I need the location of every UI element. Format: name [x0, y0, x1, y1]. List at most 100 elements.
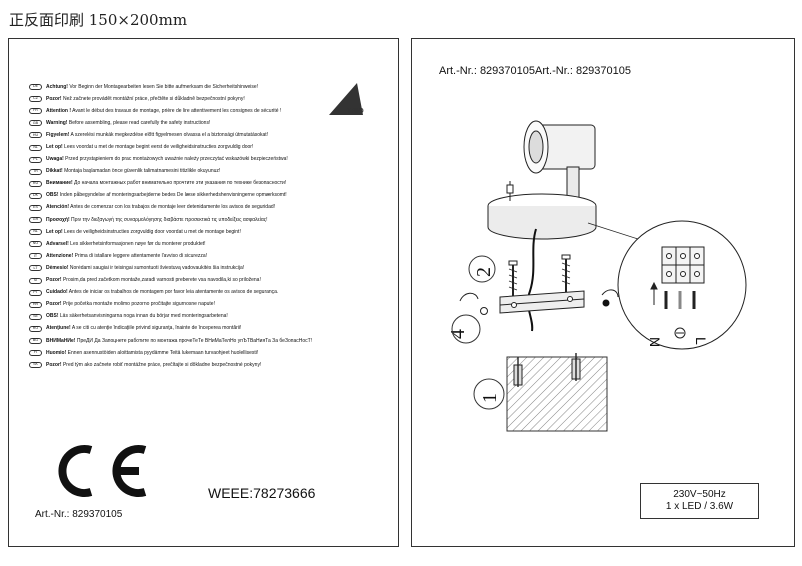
warning-text: Dėmesio! Norėdami saugiai ir teisingai s… [46, 264, 245, 271]
language-code-badge: HU [29, 132, 42, 139]
weee-number: WEEE:78273666 [208, 485, 316, 501]
warning-body: A szerelési munkák megkezdése előtt figy… [69, 131, 269, 138]
warning-text: Figyelem! A szerelési munkák megkezdése … [46, 131, 269, 138]
rotate-arrow-right [601, 289, 619, 298]
language-code-badge: BG [29, 338, 42, 345]
warning-heading: ВНИМаНИе! [46, 337, 76, 344]
warning-heading: Pozor! [46, 277, 62, 284]
electrical-spec-box: 230V~50Hz 1 x LED / 3.6W [640, 483, 759, 519]
warning-row: RO Atenţiune! A se citi cu atenţie îndica… [29, 323, 389, 335]
warning-text: Achtung! Vor Beginn der Montagearbeiten … [46, 84, 258, 90]
warning-heading: Atención! [46, 204, 70, 211]
warning-body: Antes de iniciar os trabalhos de montage… [67, 289, 279, 296]
warning-body: Läs säkerhetsanvisningarna noga innan du… [58, 313, 228, 320]
warning-row: TR Dikkat! Montaja başlamadan önce güvenl… [29, 166, 389, 178]
warning-body: ПреДИ Да Запоцнете работите по монтажа п… [75, 337, 313, 344]
mounting-bracket [499, 290, 585, 314]
language-code-badge: PT [29, 289, 42, 296]
warning-body: Montaja başlamadan önce güvenlik talimat… [62, 168, 221, 175]
warning-body: Norėdami saugiai ir teisingai sumontuoti… [68, 264, 245, 271]
warning-heading: Προσοχή! [46, 216, 70, 223]
wire-label-n: N [647, 337, 663, 347]
warning-body: Antes de comenzar con los trabajos de mo… [69, 204, 276, 211]
language-code-badge: SK [29, 362, 42, 369]
trio-logo: TRIO [329, 83, 364, 115]
warning-heading: OBS! [46, 313, 59, 320]
warning-row: LT Dėmesio! Norėdami saugiai ir teisingai… [29, 262, 389, 274]
rotate-arrow-left [459, 292, 479, 302]
language-code-badge: NL [29, 144, 42, 151]
language-code-badge: DK [29, 192, 42, 199]
warning-text: Cuidado! Antes de iniciar os trabalhos d… [46, 290, 278, 295]
wall-plug-left [513, 357, 523, 387]
warning-body: Pred tým ako začnete robiť montážne prác… [61, 361, 262, 368]
language-code-badge: HR [29, 301, 42, 308]
warning-heading: Dikkat! [46, 168, 63, 175]
logo-text: TRIO [347, 108, 364, 115]
warning-body: Lees voordat u met de montage begint eer… [62, 144, 254, 151]
step-2-circle [468, 255, 496, 283]
language-code-badge: NO [29, 241, 42, 248]
safety-warnings-list: DE Achtung! Vor Beginn der Montagearbeite… [29, 81, 389, 371]
language-code-badge: FR [29, 108, 42, 115]
warning-text: Attenzione! Prima di istallare leggere a… [46, 252, 207, 259]
warning-text: Warning! Before assembling, please read … [46, 119, 211, 126]
language-code-badge: LT [29, 265, 42, 272]
warning-row: BG ВНИМаНИе! ПреДИ Да Запоцнете работите … [29, 335, 389, 347]
language-code-badge: GB [29, 120, 42, 127]
warning-heading: Huomio! [46, 349, 67, 356]
warning-text: Uwaga! Przed przystąpieniem do prac mont… [46, 157, 288, 162]
warning-text: Let op! Lees de veiligheidsinstructies z… [46, 228, 241, 235]
warning-body: Lees de veiligheidsinstructies zorgvuldi… [62, 228, 241, 235]
led-rating: 1 x LED / 3.6W [665, 501, 734, 512]
fixing-screw [480, 307, 488, 315]
warning-text: Let op! Lees voordat u met de montage be… [46, 145, 253, 150]
warning-body: Prosim,da pred začetkom montaže,zaradi v… [61, 277, 261, 284]
step-1: 1 [479, 393, 501, 403]
step-1-circle [473, 378, 505, 410]
language-code-badge: DE [29, 84, 42, 91]
warning-row: PT Cuidado! Antes de iniciar os trabalhos… [29, 287, 389, 299]
warning-text: Atenţiune! A se citi cu atenţie îndicaţi… [46, 326, 241, 331]
warning-text: Attention ! Avant le début des travaux d… [46, 107, 281, 114]
warning-heading: Attenzione! [46, 252, 74, 259]
warning-heading: Pozor! [46, 301, 62, 308]
warning-heading: Let op! [46, 144, 63, 151]
warning-row: ES Atención! Antes de comenzar con los tr… [29, 202, 389, 214]
mounting-screw-left [508, 260, 518, 297]
warning-heading: Pozor! [46, 95, 62, 102]
warning-body: До начала монтажных работ внимательно пр… [72, 180, 287, 187]
warning-body: Before assembling, please read carefully… [67, 119, 211, 126]
warning-text: OBS! Läs säkerhetsanvisningarna noga inn… [46, 314, 228, 319]
language-code-badge: TR [29, 168, 42, 175]
warning-heading: Attention ! [46, 107, 71, 114]
language-code-badge: GR [29, 217, 42, 224]
language-code-badge: CZ [29, 96, 42, 103]
language-code-badge: ES [29, 204, 42, 211]
warning-row: SE OBS! Läs säkerhetsanvisningarna noga i… [29, 311, 389, 323]
language-code-badge: SE [29, 313, 42, 320]
warning-body: Než začnete provádět montážní práce, pře… [61, 95, 245, 102]
warning-heading: Pozor! [46, 361, 62, 368]
language-code-badge: RO [29, 325, 42, 332]
warning-body: Ennen asennustöiden aloittamista pyydämm… [66, 349, 259, 356]
warning-row: HU Figyelem! A szerelési munkák megkezdés… [29, 129, 389, 141]
warning-row: GB Warning! Before assembling, please rea… [29, 117, 389, 129]
warning-heading: Cuidado! [46, 289, 68, 296]
warning-body: A se citi cu atenţie îndicaţiile privind… [70, 325, 242, 332]
warning-heading: Atenţiune! [46, 325, 71, 332]
warning-body: Przed przystąpieniem do prac montażowych… [63, 156, 288, 163]
wall-section [506, 356, 608, 432]
warning-text: Pozor! Než začnete provádět montážní prá… [46, 95, 245, 102]
warning-heading: Figyelem! [46, 131, 70, 138]
warning-text: ВНИМаНИе! ПреДИ Да Запоцнете работите по… [46, 337, 313, 344]
